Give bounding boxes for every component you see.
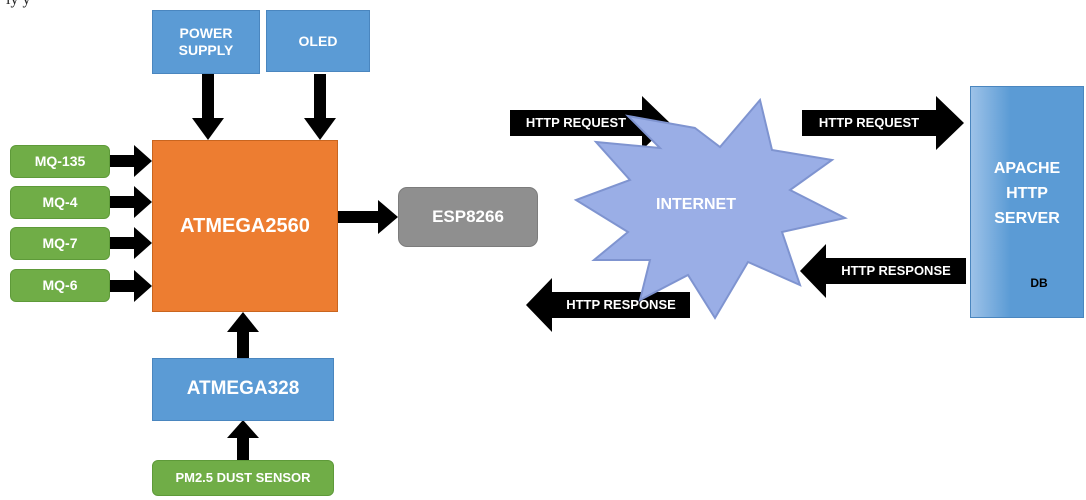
arrow-mq4-to-mcu (110, 186, 152, 218)
esp8266-box: ESP8266 (398, 187, 538, 247)
atmega2560-label: ATMEGA2560 (180, 215, 310, 237)
oled-box: OLED (266, 10, 370, 72)
atmega328-label: ATMEGA328 (186, 378, 300, 400)
http-request-arrow-1 (510, 96, 670, 150)
http-response-label-2: HTTP RESPONSE (552, 292, 690, 318)
server-label-line2: HTTP (1006, 185, 1048, 203)
mq4-sensor: MQ-4 (10, 186, 110, 219)
power-supply-label-line1: POWER (179, 25, 233, 42)
arrow-mcu-to-esp (338, 200, 398, 234)
http-request-label-2: HTTP REQUEST (802, 110, 936, 136)
power-supply-label-line2: SUPPLY (178, 42, 234, 58)
mq135-sensor: MQ-135 (10, 145, 110, 178)
internet-cloud-icon (573, 97, 848, 320)
arrow-power-to-mcu (192, 74, 224, 140)
power-supply-box: POWER SUPPLY (152, 10, 260, 74)
mq6-sensor: MQ-6 (10, 269, 110, 302)
server-label-line3: SERVER (994, 210, 1060, 228)
server-label-line1: APACHE (993, 160, 1061, 177)
internet-label: INTERNET (656, 196, 736, 214)
http-request-1-text: HTTP REQUEST (525, 115, 627, 131)
pm25-sensor: PM2.5 DUST SENSOR (152, 460, 334, 496)
atmega328-box: ATMEGA328 (152, 358, 334, 421)
http-request-2-text: HTTP REQUEST (818, 115, 920, 131)
mq7-sensor: MQ-7 (10, 227, 110, 260)
http-request-label-1: HTTP REQUEST (510, 110, 642, 136)
mq6-label: MQ-6 (42, 277, 78, 294)
http-response-label-1: HTTP RESPONSE (826, 258, 966, 284)
mq135-label: MQ-135 (34, 153, 86, 170)
arrow-mq7-to-mcu (110, 227, 152, 259)
esp8266-label: ESP8266 (432, 206, 504, 226)
arrow-pm25-to-atmega328 (227, 420, 259, 460)
http-response-arrow-2 (526, 278, 690, 332)
http-request-arrow-2 (802, 96, 964, 150)
arrow-atmega328-to-mcu (227, 312, 259, 358)
apache-server-box: APACHE HTTP SERVER (970, 86, 1084, 318)
mq7-label: MQ-7 (42, 235, 78, 252)
arrow-mq135-to-mcu (110, 145, 152, 177)
db-label: DB (1030, 275, 1048, 290)
db-label-box: DB (1012, 268, 1066, 298)
mq4-label: MQ-4 (42, 194, 78, 211)
top-cutoff-text: ly y (6, 0, 30, 9)
http-response-arrow-1 (800, 244, 966, 298)
internet-label-box: INTERNET (636, 190, 756, 220)
oled-label: OLED (298, 32, 338, 49)
arrow-mq6-to-mcu (110, 270, 152, 302)
atmega2560-box: ATMEGA2560 (152, 140, 338, 312)
http-response-1-text: HTTP RESPONSE (841, 263, 951, 279)
http-response-2-text: HTTP RESPONSE (566, 297, 676, 313)
pm25-label: PM2.5 DUST SENSOR (175, 470, 311, 486)
arrow-oled-to-mcu (304, 74, 336, 140)
